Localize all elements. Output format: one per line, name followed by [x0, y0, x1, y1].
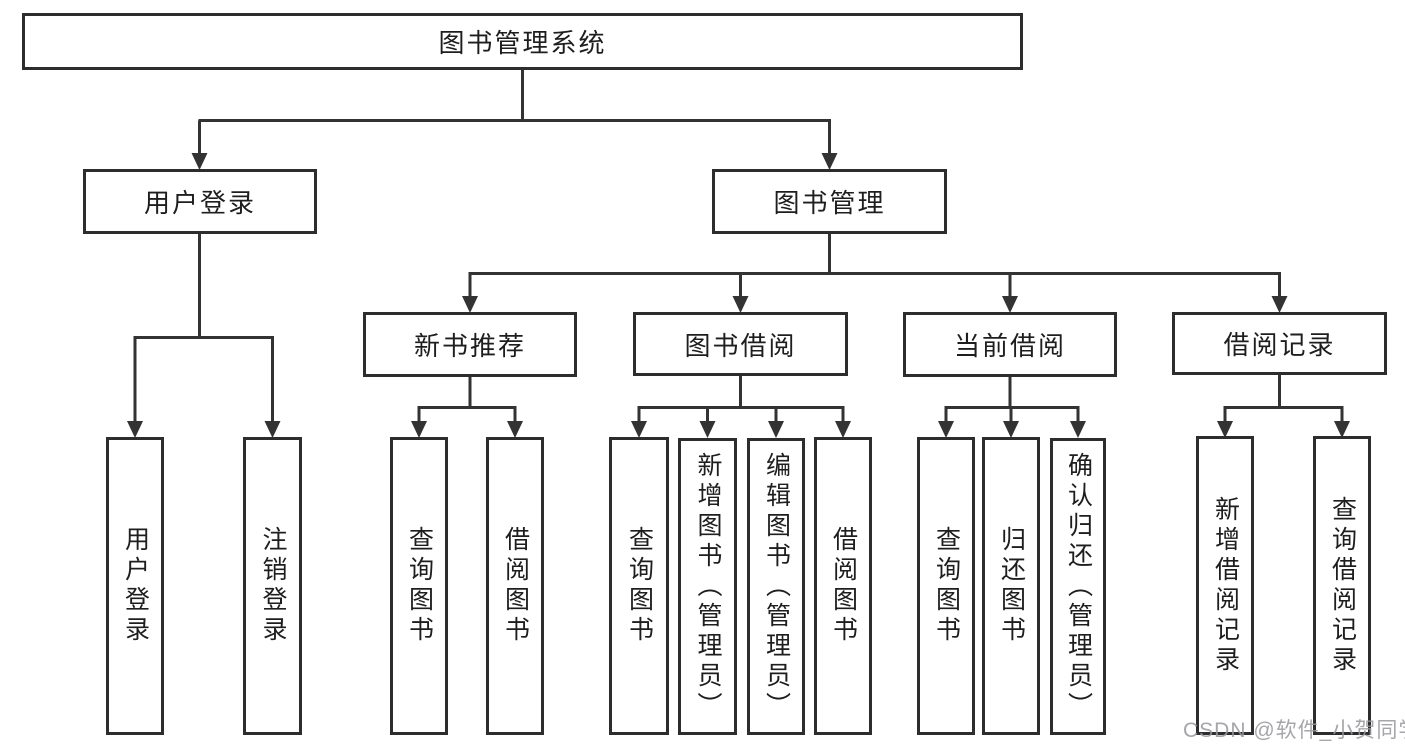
- node-user-login: 用户登录: [83, 169, 317, 234]
- leaf-return-books: 归还图书: [982, 437, 1040, 735]
- leaf-confirm-return-admin: 确认归还（管理员）: [1050, 438, 1106, 735]
- node-borrowing-records: 借阅记录: [1172, 312, 1387, 375]
- leaf-edit-books-admin: 编辑图书（管理员）: [747, 438, 805, 735]
- node-new-book-recommendation: 新书推荐: [363, 312, 577, 377]
- leaf-query-books-current: 查询图书: [917, 437, 975, 735]
- leaf-borrow-books-recommend: 借阅图书: [486, 437, 544, 735]
- leaf-query-books-recommend: 查询图书: [390, 437, 448, 735]
- node-book-management: 图书管理: [712, 169, 947, 234]
- leaf-user-login: 用户登录: [106, 437, 164, 735]
- node-library-management-system: 图书管理系统: [22, 13, 1023, 70]
- leaf-borrow-books: 借阅图书: [814, 437, 872, 735]
- leaf-query-borrow-record: 查询借阅记录: [1313, 436, 1371, 735]
- leaf-query-books-borrow: 查询图书: [609, 437, 669, 735]
- node-book-borrowing: 图书借阅: [633, 312, 848, 376]
- csdn-watermark: CSDN @软件_小贺同学: [1183, 719, 1405, 742]
- leaf-logout: 注销登录: [243, 437, 302, 735]
- leaf-add-books-admin: 新增图书（管理员）: [678, 438, 737, 735]
- node-current-borrowing: 当前借阅: [903, 312, 1117, 377]
- leaf-add-borrow-record: 新增借阅记录: [1196, 436, 1254, 735]
